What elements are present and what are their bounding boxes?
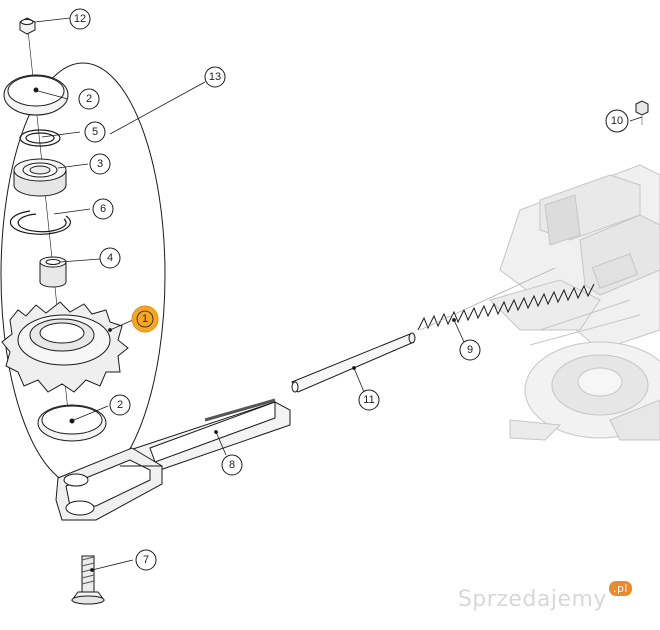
part-3-bearing (13, 158, 67, 197)
callout-6-label: 6 (100, 203, 106, 215)
watermark-text: Sprzedajemy (457, 587, 607, 612)
callout-13-label: 13 (209, 71, 221, 83)
callout-8[interactable]: 8 (221, 454, 243, 476)
callout-12-label: 12 (74, 13, 86, 25)
callout-10[interactable]: 10 (605, 109, 629, 133)
callout-1-label: 1 (142, 313, 148, 325)
part-7-bolt (71, 555, 105, 605)
callout-11[interactable]: 11 (358, 389, 380, 411)
callout-7[interactable]: 7 (135, 549, 157, 571)
callout-4-label: 4 (107, 252, 113, 264)
callout-8-label: 8 (229, 459, 235, 471)
callout-2-bottom-label: 2 (117, 399, 123, 411)
callout-12[interactable]: 12 (69, 8, 91, 30)
ghost-machine-assembly (489, 164, 660, 441)
callout-1-highlighted[interactable]: 1 (131, 305, 159, 333)
leader-lines (34, 17, 643, 572)
callout-4[interactable]: 4 (99, 247, 121, 269)
part-8-arm (55, 398, 291, 521)
callout-6[interactable]: 6 (92, 198, 114, 220)
callout-3[interactable]: 3 (89, 153, 111, 175)
watermark-suffix: .pl (608, 580, 632, 596)
part-4-bushing (39, 256, 67, 288)
callout-9-label: 9 (467, 344, 473, 356)
part-2-top-disc (3, 74, 69, 116)
callout-13[interactable]: 13 (204, 66, 226, 88)
part-11-rod (291, 332, 416, 393)
callout-2-top[interactable]: 2 (78, 88, 100, 110)
part-9-spring (417, 267, 595, 331)
callout-2-bottom[interactable]: 2 (109, 394, 131, 416)
part-1-sprocket (1, 301, 129, 393)
part-2-bottom-disc (37, 404, 107, 442)
part-6-snap-ring (9, 210, 71, 235)
callout-5-label: 5 (92, 126, 98, 138)
callout-5[interactable]: 5 (84, 121, 106, 143)
part-5-circlip (19, 129, 61, 147)
callout-9[interactable]: 9 (459, 339, 481, 361)
watermark: Sprzedajemy.pl (457, 580, 632, 612)
part-10-nut (635, 100, 649, 125)
callout-11-label: 11 (363, 394, 374, 406)
callout-3-label: 3 (97, 158, 103, 170)
callout-7-label: 7 (143, 554, 149, 566)
callout-10-label: 10 (611, 115, 623, 127)
callout-2-top-label: 2 (86, 93, 92, 105)
part-12-nut (19, 17, 36, 35)
